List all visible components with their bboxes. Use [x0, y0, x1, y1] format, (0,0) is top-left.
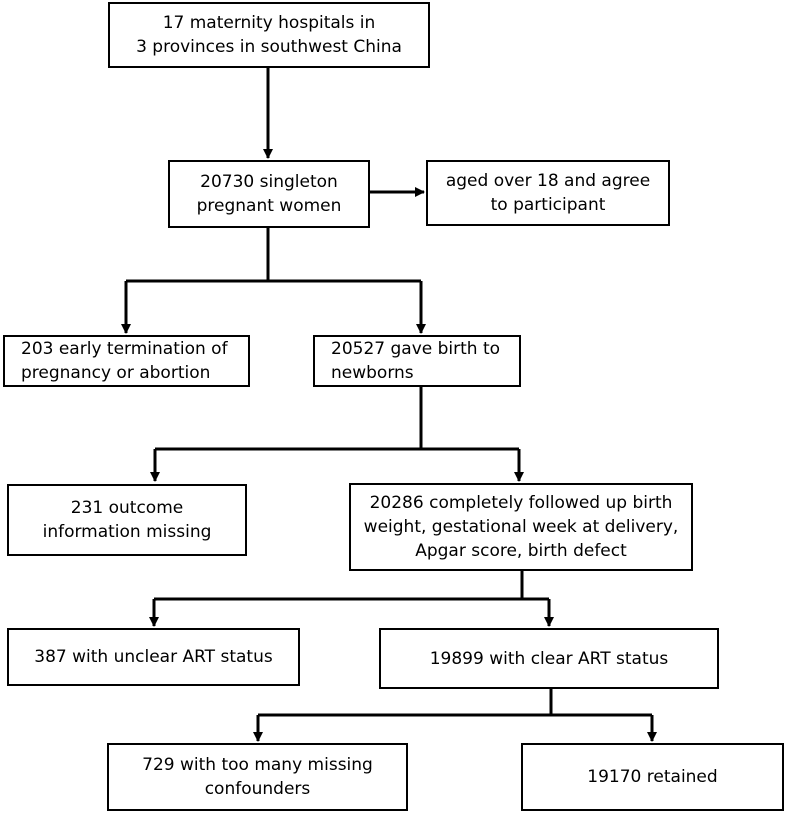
node-gave-birth: 20527 gave birth to newborns [313, 335, 521, 387]
node-clear-art: 19899 with clear ART status [379, 628, 719, 689]
node-outcome-missing: 231 outcome information missing [7, 484, 247, 556]
node-early-termination: 203 early termination of pregnancy or ab… [3, 335, 250, 387]
node-followed-up: 20286 completely followed up birth weigh… [349, 483, 693, 571]
node-inclusion-criteria: aged over 18 and agree to participant [426, 160, 670, 226]
node-hospitals: 17 maternity hospitals in 3 provinces in… [108, 2, 430, 68]
node-unclear-art: 387 with unclear ART status [7, 628, 300, 686]
node-pregnant-women: 20730 singleton pregnant women [168, 160, 370, 228]
node-retained: 19170 retained [521, 743, 784, 811]
node-missing-confounders: 729 with too many missing confounders [107, 743, 408, 811]
